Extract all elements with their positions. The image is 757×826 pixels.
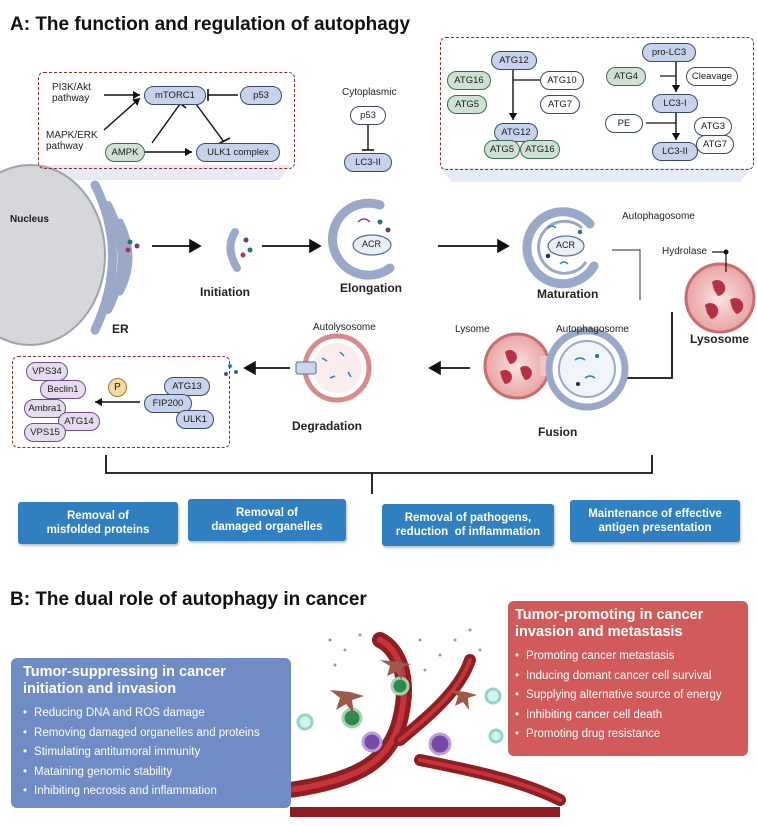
p53-node: p53 (240, 86, 282, 105)
section-b-title: B: The dual role of autophagy in cancer (10, 589, 367, 610)
list-item: Removing damaged organelles and proteins (23, 724, 291, 744)
lysome-label: Lysome (455, 324, 490, 335)
beclin1-node: Beclin1 (40, 380, 86, 399)
degradation-label: Degradation (292, 419, 363, 433)
atg-box-funnel (440, 168, 752, 182)
list-item: Supplying alternative source of energy (515, 686, 748, 706)
ampk-node: AMPK (105, 143, 145, 162)
atg7-lc3-node: ATG7 (696, 135, 734, 154)
tumor-suppressing-list: Reducing DNA and ROS damage Removing dam… (11, 698, 291, 802)
vps15-node: VPS15 (24, 423, 66, 442)
function-bracket (105, 455, 653, 474)
autolysosome-label: Autolysosome (313, 322, 376, 333)
cytoplasmic-p53-node: p53 (350, 106, 386, 125)
fusion-shape (483, 327, 629, 411)
elongation-shape (328, 198, 395, 280)
maturation-shape (522, 207, 599, 289)
elongation-label: Elongation (340, 281, 402, 295)
maturation-label: Maturation (537, 287, 599, 301)
atg10-node: ATG10 (540, 71, 584, 90)
ulk-complex-box (12, 356, 230, 448)
autophagosome-fusion-label: Autophagosome (556, 324, 629, 335)
blood-vessel-illustration (282, 628, 566, 817)
list-item: Mataining genomic stability (23, 763, 291, 783)
hydrolase-label: Hydrolase (662, 246, 708, 257)
tumor-promoting-list: Promoting cancer metastasis Inducing dom… (508, 641, 748, 745)
er-label: ER (112, 322, 129, 336)
atg14-node: ATG14 (58, 412, 100, 431)
atg-box (440, 37, 754, 170)
list-item: Inducing domant cancer cell survival (515, 667, 748, 687)
atg7-node: ATG7 (540, 95, 580, 114)
initiation-phagophore (226, 228, 253, 272)
atg5-node: ATG5 (447, 95, 487, 114)
function-pathogens-inflammation: Removal of pathogens, reduction of infla… (382, 504, 554, 546)
fip200-node: FIP200 (144, 394, 192, 413)
autophagosome-label: Autophagosome (622, 211, 695, 222)
pe-node: PE (605, 114, 643, 133)
hydrolase-connector (612, 249, 641, 300)
ulk1-complex-node: ULK1 complex (196, 143, 280, 162)
ulk1-node: ULK1 (176, 410, 214, 429)
atg12-node: ATG12 (491, 51, 537, 70)
ambra1-node: Ambra1 (24, 399, 66, 418)
autolysosome-shape (295, 333, 372, 403)
phosphate-badge: P (108, 378, 127, 397)
section-a-title: A: The function and regulation of autoph… (10, 14, 411, 35)
list-item: Promoting cancer metastasis (515, 647, 748, 667)
list-item: Stimulating antitumoral immunity (23, 743, 291, 763)
function-misfolded-proteins: Removal of misfolded proteins (18, 502, 178, 544)
lysosome-shape (684, 249, 756, 334)
atg16-conjugate-node: ATG16 (520, 140, 560, 159)
cytoplasmic-label: Cytoplasmic (342, 87, 397, 98)
lc3ii-node: LC3-II (652, 142, 698, 161)
list-item: Inhibiting necrosis and inflammation (23, 782, 291, 802)
arrow-lysosome-to-fusion (610, 312, 673, 386)
tumor-suppressing-panel: Tumor-suppressing in cancer initiation a… (11, 658, 291, 808)
mapk-erk-label: MAPK/ERK pathway (46, 130, 98, 152)
list-item: Reducing DNA and ROS damage (23, 704, 291, 724)
cleavage-node: Cleavage (686, 67, 738, 86)
tumor-promoting-panel: Tumor-promoting in cancer invasion and m… (508, 601, 748, 756)
list-item: Promoting drug resistance (515, 725, 748, 745)
pi3k-akt-label: PI3K/Akt pathway (52, 82, 91, 104)
nucleus-shape (0, 164, 133, 346)
atg3-node: ATG3 (694, 117, 732, 136)
function-antigen-presentation: Maintenance of effective antigen present… (570, 500, 740, 542)
initiation-label: Initiation (200, 285, 250, 299)
atg5-conjugate-node: ATG5 (484, 140, 520, 159)
fusion-label: Fusion (538, 425, 578, 439)
atg16-node: ATG16 (447, 71, 491, 90)
tumor-promoting-title: Tumor-promoting in cancer invasion and m… (515, 607, 704, 640)
pro-lc3-node: pro-LC3 (642, 43, 696, 62)
nucleus-label: Nucleus (10, 214, 49, 225)
lysosome-label: Lysosome (690, 332, 749, 346)
cytoplasmic-lc3ii-node: LC3-II (344, 153, 392, 172)
vps34-node: VPS34 (26, 362, 68, 381)
mtorc1-node: mTORC1 (144, 86, 206, 105)
acr-label-elongation: ACR (362, 239, 382, 249)
lc3i-node: LC3-I (652, 94, 698, 113)
list-item: Inhibiting cancer cell death (515, 706, 748, 726)
tumor-suppressing-title: Tumor-suppressing in cancer initiation a… (23, 664, 226, 697)
acr-label-maturation: ACR (556, 240, 576, 250)
function-damaged-organelles: Removal of damaged organelles (188, 499, 346, 541)
atg4-node: ATG4 (606, 67, 646, 86)
regulation-box (38, 72, 295, 169)
